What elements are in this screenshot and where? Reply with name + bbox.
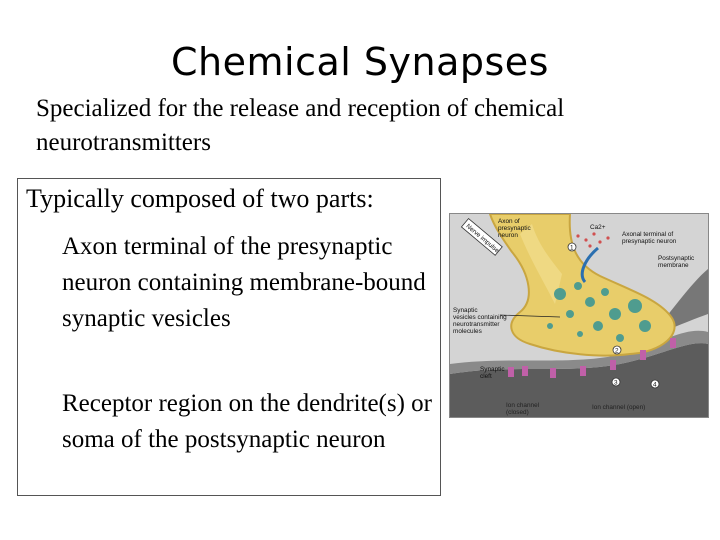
ion-channel	[522, 366, 528, 376]
step-4: 4	[653, 382, 657, 389]
label-cleft-1: Synaptic	[480, 366, 505, 373]
label-postsyn-1: Postsynaptic	[658, 255, 695, 262]
ion-channels	[508, 338, 676, 378]
ion-channel-closed	[508, 367, 514, 377]
terminal-highlight	[520, 224, 562, 304]
vesicle	[616, 334, 624, 342]
vesicle	[554, 288, 566, 300]
intro-text: Specialized for the release and receptio…	[36, 95, 565, 156]
step-2: 2	[615, 348, 619, 355]
label-axon-3: neuron	[498, 232, 518, 239]
label-vesicles-3: neurotransmitter	[453, 321, 500, 328]
synaptic-vesicles	[547, 282, 651, 342]
vesicle	[566, 310, 574, 318]
label-cleft-2: cleft	[480, 373, 492, 380]
point-receptor-region: Receptor region on the dendrite(s) or so…	[62, 390, 433, 453]
vesicle	[593, 321, 603, 331]
label-axonal-terminal-2: presynaptic neuron	[622, 238, 677, 245]
label-vesicles-1: Synaptic	[453, 307, 478, 314]
vesicle	[639, 320, 651, 332]
slide-title: Chemical Synapses	[171, 40, 549, 84]
vesicle	[585, 297, 595, 307]
label-axon-2: presynaptic	[498, 225, 531, 232]
step-1: 1	[570, 245, 574, 252]
synapse-illustration: Nerve impulse 1 2 3 4 Axon of presynapti…	[450, 214, 708, 417]
point-axon-terminal: Axon terminal of the presynaptic neuron …	[62, 233, 426, 332]
vesicles-pointer	[499, 314, 561, 318]
parts-box: Typically composed of two parts: Axon te…	[17, 178, 441, 496]
ion-channel	[640, 350, 646, 360]
synapse-diagram: Nerve impulse 1 2 3 4 Axon of presynapti…	[449, 213, 709, 418]
label-calcium: Ca2+	[590, 224, 606, 231]
vesicle	[547, 323, 553, 329]
label-ion-closed-1: Ion channel	[506, 402, 539, 409]
calcium-ions	[576, 232, 610, 248]
vesicle	[609, 308, 621, 320]
label-vesicles-2: vesicles containing	[453, 314, 507, 321]
vesicle	[628, 299, 642, 313]
ion-channel	[580, 366, 586, 376]
step-3: 3	[614, 380, 618, 387]
label-ion-closed-2: (closed)	[506, 409, 529, 416]
postsynaptic-neuron	[450, 343, 708, 417]
box-heading: Typically composed of two parts:	[26, 184, 374, 213]
step-markers: 1 2 3 4	[567, 242, 660, 389]
ion-channel	[550, 368, 556, 378]
ion-channel	[670, 338, 676, 348]
label-postsyn-2: membrane	[658, 262, 689, 269]
label-axon-1: Axon of	[498, 218, 520, 225]
label-axonal-terminal-1: Axonal terminal of	[622, 231, 673, 238]
calcium-arrow	[580, 246, 599, 283]
ion-channel-open	[610, 360, 616, 370]
vesicle	[601, 288, 609, 296]
postsynaptic-membrane	[450, 330, 708, 374]
label-ion-open: Ion channel (open)	[592, 404, 645, 411]
label-vesicles-4: molecules	[453, 328, 482, 335]
vesicle	[574, 282, 582, 290]
vesicle	[577, 331, 583, 337]
